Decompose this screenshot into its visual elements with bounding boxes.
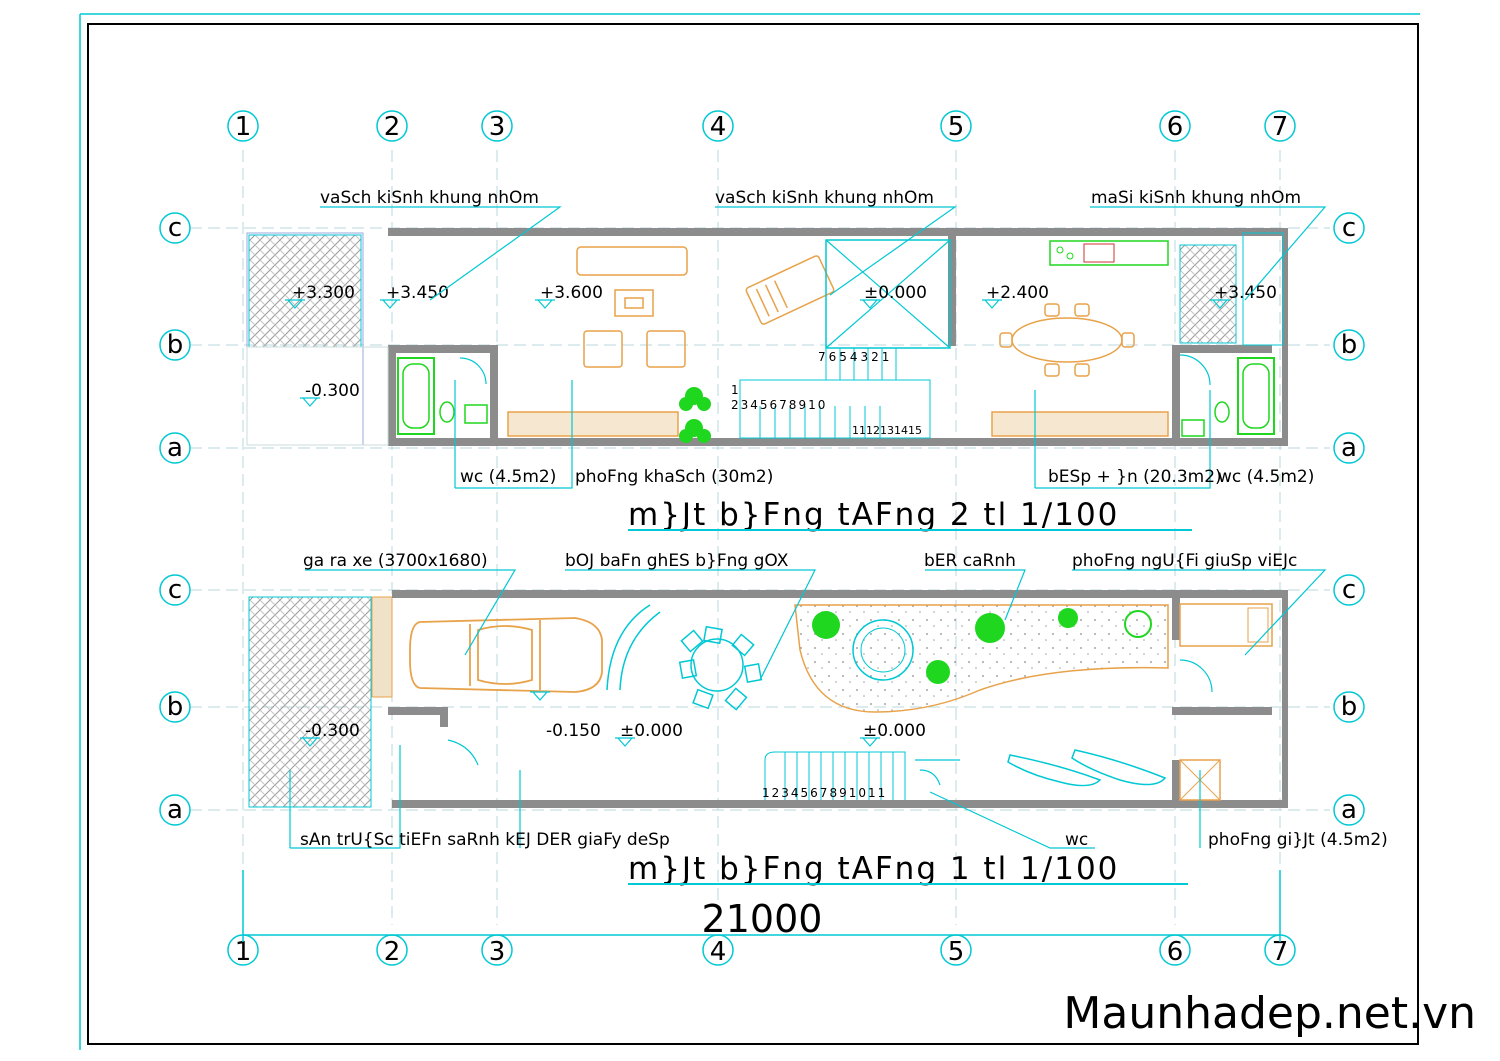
axis-col-6-bottom: 6 bbox=[1167, 937, 1184, 967]
axis-bubbles-rows bbox=[159, 212, 1365, 826]
stair-f2-first: 1 bbox=[731, 383, 739, 397]
axis-row-a-left-f1: a bbox=[167, 795, 183, 825]
callout-f1-dining: bOJ baFn ghES b}Fng gOX bbox=[565, 551, 789, 571]
callout-f1-garage: ga ra xe (3700x1680) bbox=[303, 551, 488, 571]
callout-f1-wc: wc bbox=[1065, 830, 1088, 850]
callout-f1-laundry: phoFng gi}Jt (4.5m2) bbox=[1208, 830, 1388, 850]
callout-f2-awning: maSi kiSnh khung nhOm bbox=[1091, 188, 1301, 208]
axis-row-b-left-f1: b bbox=[167, 692, 184, 722]
callout-f1-elder-room: phoFng ngU{Fi giuSp viEJc bbox=[1072, 551, 1297, 571]
axis-labels: 1 2 3 4 5 6 7 1 2 3 4 5 6 7 c b a c b a … bbox=[167, 112, 1358, 967]
level-f2-7: -0.300 bbox=[305, 381, 360, 401]
callout-f2-window-mid: vaSch kiSnh khung nhOm bbox=[715, 188, 934, 208]
level-f2-4: ±0.000 bbox=[864, 283, 927, 303]
level-f1-2: -0.150 bbox=[546, 721, 601, 741]
stair-f2-mid: 2345678910 bbox=[731, 398, 827, 412]
floor1-level-labels: -0.300 -0.150 ±0.000 ±0.000 bbox=[305, 721, 926, 741]
axis-row-a-right-f1: a bbox=[1341, 795, 1357, 825]
axis-col-2-bottom: 2 bbox=[384, 937, 401, 967]
level-f2-6: +3.450 bbox=[1214, 283, 1277, 303]
floor2-callouts: vaSch kiSnh khung nhOm vaSch kiSnh khung… bbox=[320, 188, 1314, 487]
callout-f2-living: phoFng khaSch (30m2) bbox=[575, 467, 773, 487]
axis-col-5-bottom: 5 bbox=[948, 937, 965, 967]
level-f2-3: +3.600 bbox=[540, 283, 603, 303]
axis-col-7-top: 7 bbox=[1272, 112, 1289, 142]
stair-f2-end: 1112131415 bbox=[852, 424, 922, 437]
axis-row-b-right-f2: b bbox=[1341, 330, 1358, 360]
callout-f2-wc-right: wc (4.5m2) bbox=[1218, 467, 1314, 487]
axis-row-c-right-f2: c bbox=[1342, 213, 1356, 243]
axis-col-7-bottom: 7 bbox=[1272, 937, 1289, 967]
axis-col-4-top: 4 bbox=[710, 112, 727, 142]
callout-f2-window-left: vaSch kiSnh khung nhOm bbox=[320, 188, 539, 208]
sheet-border bbox=[79, 13, 1420, 1050]
floor1-callouts: ga ra xe (3700x1680) bOJ baFn ghES b}Fng… bbox=[300, 551, 1388, 850]
floor1-plan bbox=[248, 590, 1288, 808]
axis-col-1-bottom: 1 bbox=[235, 937, 252, 967]
axis-col-3-top: 3 bbox=[489, 112, 506, 142]
floor1-title: m}Jt b}Fng tAFng 1 tl 1/100 bbox=[628, 851, 1119, 887]
stair-f2-top: 7654321 bbox=[818, 350, 892, 364]
axis-row-c-left-f1: c bbox=[168, 575, 182, 605]
axis-col-1-top: 1 bbox=[235, 112, 252, 142]
axis-col-6-top: 6 bbox=[1167, 112, 1184, 142]
watermark: Maunhadep.net.vn bbox=[1063, 988, 1476, 1039]
axis-row-c-left-f2: c bbox=[168, 213, 182, 243]
level-f1-3: ±0.000 bbox=[620, 721, 683, 741]
callout-f2-kitchen: bESp + }n (20.3m2) bbox=[1048, 467, 1222, 487]
callout-f2-wc-left: wc (4.5m2) bbox=[460, 467, 556, 487]
axis-row-a-left-f2: a bbox=[167, 433, 183, 463]
floor2-plan bbox=[246, 228, 1288, 446]
floor2-leaders bbox=[320, 206, 1327, 489]
axis-col-3-bottom: 3 bbox=[489, 937, 506, 967]
axis-row-b-left-f2: b bbox=[167, 330, 184, 360]
axis-bubbles-top bbox=[227, 110, 1296, 142]
floor2-title: m}Jt b}Fng tAFng 2 tl 1/100 bbox=[628, 497, 1119, 533]
total-dimension: 21000 bbox=[702, 897, 823, 941]
level-f1-4: ±0.000 bbox=[863, 721, 926, 741]
axis-col-2-top: 2 bbox=[384, 112, 401, 142]
axis-col-5-top: 5 bbox=[948, 112, 965, 142]
floor1-leaders bbox=[289, 569, 1327, 849]
axis-col-4-bottom: 4 bbox=[710, 937, 727, 967]
axis-row-a-right-f2: a bbox=[1341, 433, 1357, 463]
floor2-level-markers bbox=[285, 299, 1230, 407]
total-dimension-line bbox=[242, 870, 1281, 942]
stair-f1-numbers: 1234567891011 bbox=[762, 786, 887, 800]
floor1-level-markers bbox=[300, 691, 880, 747]
axis-row-b-right-f1: b bbox=[1341, 692, 1358, 722]
callout-f1-yard: sAn trU{Sc tiEFn saRnh kEJ DER giaFy deS… bbox=[300, 830, 670, 850]
floor2-stair-numbers: 7654321 1 2345678910 1112131415 bbox=[731, 350, 922, 437]
level-f1-1: -0.300 bbox=[305, 721, 360, 741]
level-f2-1: +3.300 bbox=[292, 283, 355, 303]
axis-row-c-right-f1: c bbox=[1342, 575, 1356, 605]
level-f2-5: +2.400 bbox=[986, 283, 1049, 303]
callout-f1-pond: bER caRnh bbox=[924, 551, 1016, 571]
